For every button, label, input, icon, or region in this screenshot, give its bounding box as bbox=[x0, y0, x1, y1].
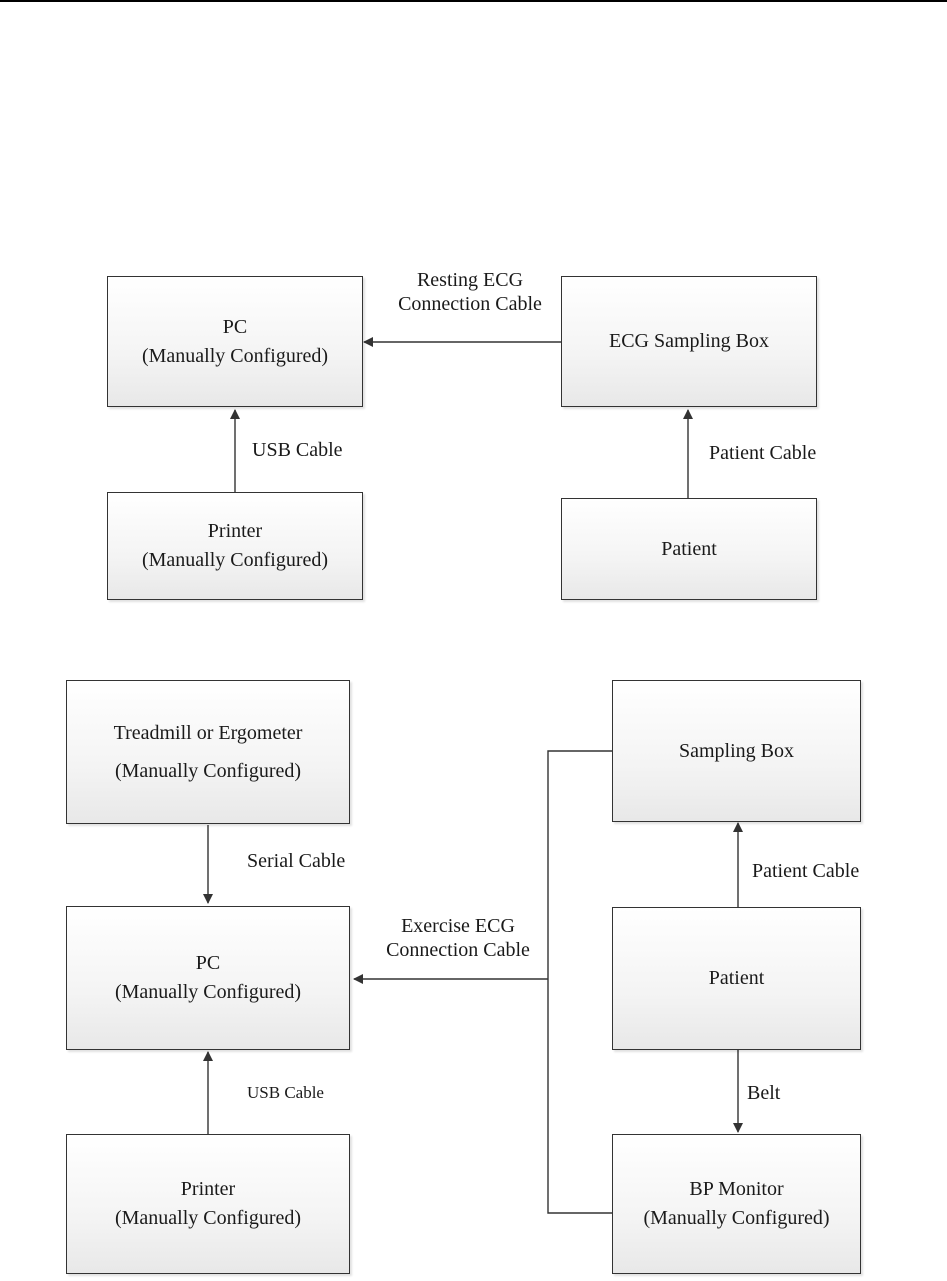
resting-sampling-box-title: ECG Sampling Box bbox=[608, 330, 769, 352]
exercise-treadmill-subtitle: (Manually Configured) bbox=[114, 760, 302, 782]
resting-sampling-box: ECG Sampling Box bbox=[561, 276, 817, 407]
resting-pc-subtitle: (Manually Configured) bbox=[141, 344, 329, 367]
exercise-sampling-box-title: Sampling Box bbox=[678, 739, 794, 762]
exercise-bus-line bbox=[547, 750, 612, 1214]
exercise-printer-title: Printer bbox=[180, 1178, 236, 1200]
exercise-patient-title: Patient bbox=[708, 967, 765, 989]
resting-pc-title: PC bbox=[222, 315, 248, 338]
resting-usb-cable-label: USB Cable bbox=[252, 439, 343, 461]
top-rule bbox=[0, 0, 947, 2]
exercise-bp-monitor-title: BP Monitor bbox=[689, 1178, 784, 1200]
resting-printer-subtitle: (Manually Configured) bbox=[141, 549, 329, 571]
exercise-sampling-box: Sampling Box bbox=[612, 680, 861, 822]
exercise-serial-cable-label: Serial Cable bbox=[247, 850, 346, 872]
resting-connection-cable-label: Resting ECG Connection Cable bbox=[380, 268, 560, 316]
exercise-connection-cable-label: Exercise ECG Connection Cable bbox=[370, 914, 546, 962]
exercise-bp-monitor-subtitle: (Manually Configured) bbox=[643, 1207, 830, 1229]
resting-printer-box: Printer (Manually Configured) bbox=[107, 492, 363, 600]
resting-connection-cable-label-line2: Connection Cable bbox=[398, 293, 542, 315]
exercise-bp-monitor-box: BP Monitor (Manually Configured) bbox=[612, 1134, 861, 1274]
resting-connection-cable-label-line1: Resting ECG bbox=[416, 269, 524, 291]
resting-pc-box: PC (Manually Configured) bbox=[107, 276, 363, 407]
exercise-treadmill-box: Treadmill or Ergometer (Manually Configu… bbox=[66, 680, 350, 824]
exercise-pc-box: PC (Manually Configured) bbox=[66, 906, 350, 1050]
exercise-patient-cable-label: Patient Cable bbox=[752, 860, 860, 882]
resting-patient-title: Patient bbox=[661, 537, 717, 560]
resting-printer-title: Printer bbox=[207, 520, 263, 542]
exercise-connection-cable-label-line2: Connection Cable bbox=[386, 939, 530, 961]
exercise-pc-subtitle: (Manually Configured) bbox=[114, 981, 302, 1003]
resting-patient-cable-label: Patient Cable bbox=[709, 442, 817, 464]
exercise-connection-cable-label-line1: Exercise ECG bbox=[401, 915, 515, 937]
exercise-patient-box: Patient bbox=[612, 907, 861, 1050]
exercise-printer-subtitle: (Manually Configured) bbox=[114, 1207, 302, 1229]
exercise-printer-box: Printer (Manually Configured) bbox=[66, 1134, 350, 1274]
exercise-treadmill-title: Treadmill or Ergometer bbox=[113, 722, 303, 744]
resting-patient-box: Patient bbox=[561, 498, 817, 600]
exercise-belt-label: Belt bbox=[747, 1082, 781, 1104]
exercise-usb-cable-label: USB Cable bbox=[247, 1083, 324, 1102]
exercise-pc-title: PC bbox=[195, 952, 221, 974]
